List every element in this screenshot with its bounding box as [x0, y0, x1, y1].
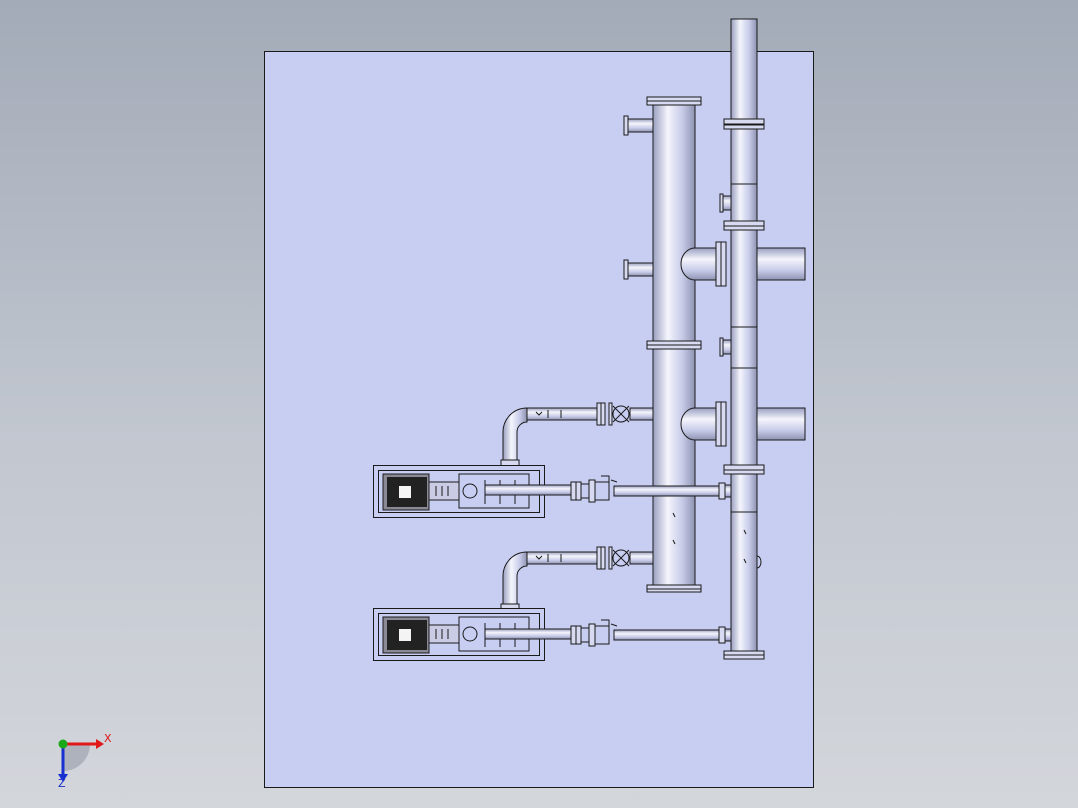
main-vertical-pipe-right[interactable] [719, 18, 765, 660]
triad-z-label: Z [58, 777, 66, 790]
triad-x-label: X [104, 732, 112, 745]
large-nozzle-upper[interactable] [680, 241, 806, 287]
discharge-line-lower[interactable] [570, 619, 732, 647]
pump-skid-lower[interactable] [373, 608, 572, 661]
header-vertical-pipe-left[interactable] [623, 96, 702, 593]
large-nozzle-lower[interactable] [680, 401, 806, 447]
reference-triad [58, 739, 104, 782]
discharge-line-upper[interactable] [570, 475, 732, 503]
triad-y-axis [58, 739, 68, 749]
pump-skid-upper[interactable] [373, 465, 572, 518]
